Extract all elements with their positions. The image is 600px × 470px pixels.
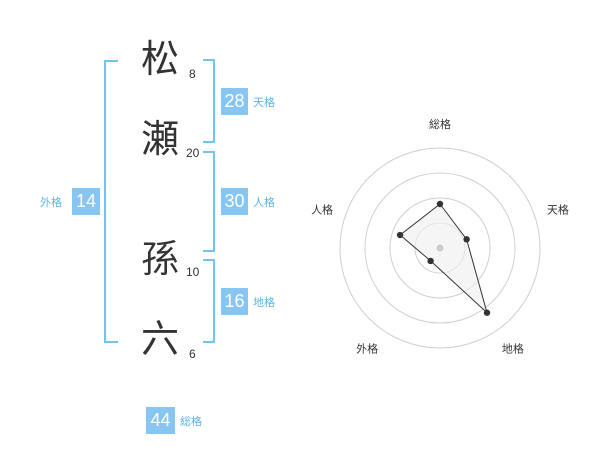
chikaku-label: 地格 bbox=[253, 296, 275, 309]
radar-point-1 bbox=[436, 200, 444, 208]
name-char-4: 六 bbox=[141, 317, 180, 361]
jinkaku-bracket bbox=[203, 151, 215, 252]
stroke-count-4: 6 bbox=[189, 347, 196, 361]
radar-point-2 bbox=[463, 236, 470, 243]
soukaku-label: 総格 bbox=[180, 415, 202, 428]
jinkaku-label: 人格 bbox=[253, 196, 275, 209]
stroke-count-1: 8 bbox=[189, 67, 196, 81]
radar-center-dot bbox=[436, 244, 444, 252]
jinkaku-value-badge: 30 bbox=[221, 188, 248, 215]
gaikaku-value-badge: 14 bbox=[72, 188, 100, 215]
radar-ring bbox=[339, 147, 541, 349]
radar-point-4 bbox=[427, 257, 434, 265]
radar-polygon bbox=[399, 203, 488, 315]
radar-ring bbox=[389, 197, 491, 299]
tenkaku-bracket bbox=[203, 59, 215, 143]
gaikaku-label: 外格 bbox=[40, 196, 62, 209]
radar-axis-label-4: 外格 bbox=[356, 341, 378, 355]
chikaku-value-badge: 16 bbox=[221, 288, 248, 315]
radar-axis-label-5: 人格 bbox=[311, 203, 333, 217]
radar-point-3 bbox=[483, 309, 491, 316]
stroke-count-3: 10 bbox=[186, 265, 200, 279]
radar-axis-label-3: 地格 bbox=[502, 341, 524, 355]
stroke-count-2: 20 bbox=[186, 146, 200, 160]
soukaku-value-badge: 44 bbox=[146, 407, 175, 434]
name-char-3: 孫 bbox=[141, 237, 180, 281]
radar-ring bbox=[364, 172, 516, 324]
radar-axis-label-1: 総格 bbox=[429, 117, 451, 131]
radar-point-5 bbox=[396, 231, 404, 239]
tenkaku-value-badge: 28 bbox=[221, 88, 248, 115]
name-char-2: 瀬 bbox=[141, 117, 180, 161]
chikaku-bracket bbox=[203, 259, 215, 343]
tenkaku-label: 天格 bbox=[253, 96, 275, 109]
name-char-1: 松 bbox=[141, 37, 180, 81]
radar-axis-label-2: 天格 bbox=[547, 203, 569, 217]
gaikaku-bracket bbox=[104, 60, 118, 343]
radar-points bbox=[396, 200, 491, 316]
